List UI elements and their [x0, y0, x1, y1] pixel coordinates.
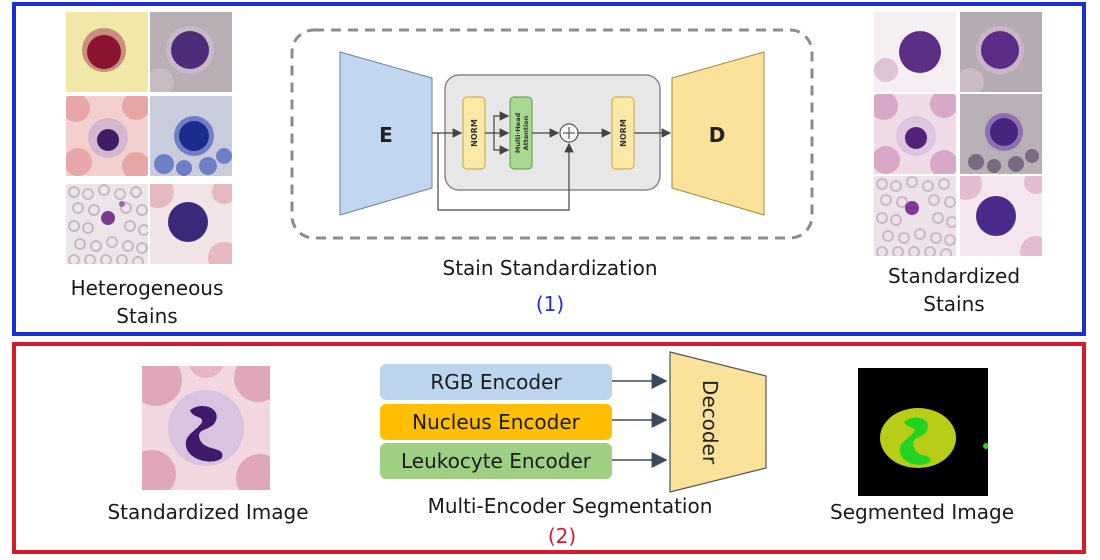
decoder-shape	[671, 51, 765, 216]
standardized-stain-image	[874, 94, 956, 174]
multi-encoder-segmentation-caption: Multi-Encoder Segmentation	[427, 494, 713, 518]
stain-standardization-module-box	[290, 28, 814, 240]
connector-arrow	[493, 111, 510, 133]
encoder-shape	[339, 51, 433, 216]
segmentation-decoder-shape	[669, 351, 767, 493]
heterogeneous-stain-image	[150, 184, 232, 264]
standardized-stain-image	[874, 176, 956, 256]
segmented-mask-image	[858, 368, 988, 496]
caption-line: Stains	[116, 304, 178, 328]
standardized-stains-caption: Standardized Stains	[856, 262, 1052, 318]
panel-number-1: (1)	[535, 292, 565, 316]
heterogeneous-stain-image	[66, 12, 148, 92]
standardized-cell-image	[142, 366, 270, 490]
heterogeneous-stain-image	[150, 96, 232, 176]
caption-line: Heterogeneous	[70, 276, 224, 300]
heterogeneous-stain-image	[66, 96, 148, 176]
segmentation-decoder-label: Decoder	[698, 380, 722, 465]
standardized-image-caption: Standardized Image	[107, 500, 309, 524]
multi-encoder-segmentation-panel	[12, 342, 1086, 554]
attention-label-line2: Attention	[522, 115, 530, 150]
stain-standardization-caption: Stain Standardization	[442, 256, 658, 280]
norm-label: NORM	[619, 119, 628, 147]
segmented-image-caption: Segmented Image	[830, 500, 1014, 524]
heterogeneous-stains-caption: Heterogeneous Stains	[50, 274, 244, 330]
attention-label-line1: Multi-Head	[514, 113, 522, 154]
decoder-label: D	[709, 123, 726, 147]
norm-label: NORM	[470, 119, 479, 147]
panel-number-2: (2)	[547, 524, 577, 548]
nucleus-encoder-box: Nucleus Encoder	[380, 404, 612, 440]
encoder-label: E	[379, 123, 393, 147]
standardized-stain-image	[960, 94, 1042, 174]
stain-standardization-panel	[12, 2, 1086, 336]
standardized-stain-image	[874, 12, 956, 92]
standardized-stain-image	[960, 176, 1042, 256]
connector-arrow	[493, 133, 510, 155]
heterogeneous-stain-image	[150, 12, 232, 92]
rgb-encoder-box: RGB Encoder	[380, 364, 612, 400]
caption-line: Standardized	[887, 264, 1021, 288]
heterogeneous-stain-image	[66, 184, 148, 264]
standardized-stain-image	[960, 12, 1042, 92]
leukocyte-encoder-box: Leukocyte Encoder	[380, 443, 612, 479]
caption-line: Stains	[923, 292, 985, 316]
residual-connection	[437, 133, 574, 211]
